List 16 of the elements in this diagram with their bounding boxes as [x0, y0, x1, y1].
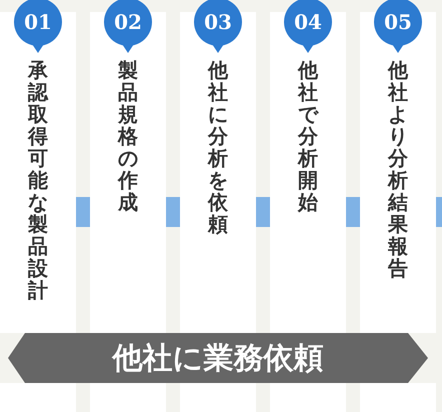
step-text: 他社で分析開始 — [297, 59, 319, 213]
step-text: 承認取得可能な製品設計 — [27, 59, 49, 301]
step-column — [180, 12, 256, 333]
step-text: 製品規格の作成 — [117, 59, 139, 213]
connector-bar — [166, 197, 180, 227]
step-column — [360, 12, 436, 333]
connector-bar — [346, 197, 360, 227]
step-column — [0, 12, 76, 333]
step-text: 他社より分析結果報告 — [387, 59, 409, 279]
connector-bar — [256, 197, 270, 227]
step-column — [90, 12, 166, 333]
connector-bar — [436, 197, 442, 227]
connector-bar — [76, 197, 90, 227]
step-text: 他社に分析を依頼 — [207, 59, 229, 235]
step-column — [270, 12, 346, 333]
double-arrow-banner: 他社に業務依頼 — [8, 333, 428, 383]
